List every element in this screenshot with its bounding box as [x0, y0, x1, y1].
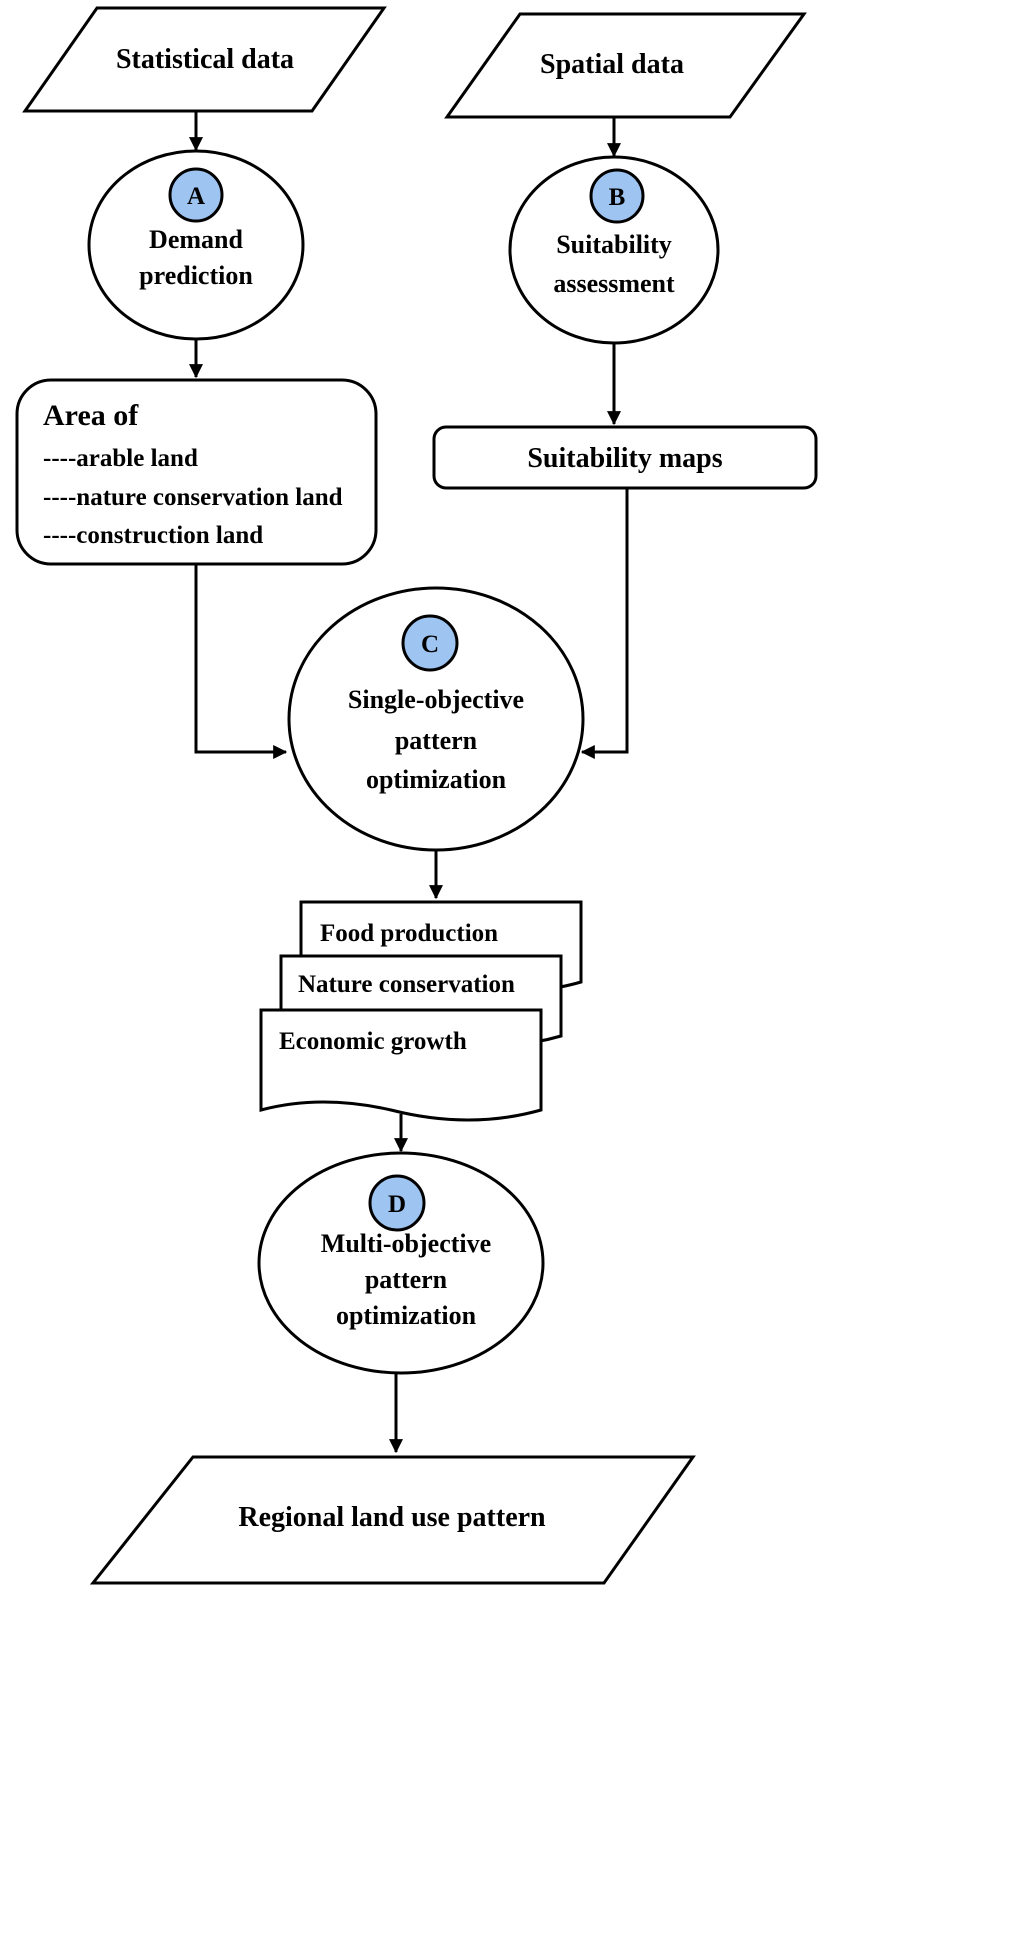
multi-objective-line3: optimization — [336, 1301, 477, 1330]
badge-b-label: B — [609, 184, 626, 211]
arrow-maps-to-c — [580, 488, 629, 759]
single-objective-node: C Single-objective pattern optimization — [287, 586, 585, 852]
demand-prediction-line1: Demand — [149, 225, 243, 254]
area-item-arable: ----arable land — [43, 445, 198, 472]
badge-d — [368, 1174, 426, 1232]
badge-a-label: A — [187, 183, 205, 210]
badge-b — [589, 168, 645, 224]
statistical-data-label: Statistical data — [116, 44, 294, 75]
demand-prediction-node: A Demand prediction — [87, 149, 305, 341]
suitability-maps-label: Suitability maps — [527, 443, 722, 474]
suitability-assessment-line2: assessment — [553, 269, 675, 298]
single-objective-line3: optimization — [366, 765, 507, 794]
multi-objective-line1: Multi-objective — [321, 1229, 491, 1258]
area-item-nature: ----nature conservation land — [43, 484, 343, 511]
badge-c-label: C — [421, 631, 439, 658]
multi-objective-node: D Multi-objective pattern optimization — [257, 1151, 545, 1375]
single-objective-line1: Single-objective — [348, 685, 524, 714]
multi-objective-line2: pattern — [365, 1265, 448, 1294]
suitability-maps-box: Suitability maps — [432, 425, 818, 490]
area-item-construction: ----construction land — [43, 522, 263, 549]
area-of-title: Area of — [43, 399, 139, 432]
badge-c — [401, 614, 459, 672]
badge-d-label: D — [388, 1191, 406, 1218]
area-of-box: Area of ----arable land ----nature conse… — [15, 378, 378, 566]
regional-land-use-output: Regional land use pattern — [89, 1455, 696, 1585]
suitability-assessment-line1: Suitability — [556, 230, 672, 259]
arrow-area-to-c — [194, 564, 288, 759]
suitability-assessment-node: B Suitability assessment — [508, 155, 720, 345]
document-food-production-label: Food production — [320, 920, 498, 947]
statistical-data-input: Statistical data — [22, 6, 387, 113]
spatial-data-label: Spatial data — [540, 49, 684, 80]
badge-a — [168, 167, 224, 223]
document-nature-conservation-label: Nature conservation — [298, 971, 515, 998]
document-economic-growth-label: Economic growth — [279, 1028, 467, 1055]
document-economic-growth: Economic growth — [259, 1008, 543, 1122]
demand-prediction-line2: prediction — [139, 261, 253, 290]
single-objective-line2: pattern — [395, 726, 478, 755]
regional-land-use-label: Regional land use pattern — [238, 1502, 546, 1533]
objective-documents: Food production Nature conservation Econ… — [259, 900, 583, 1122]
spatial-data-input: Spatial data — [444, 12, 807, 119]
